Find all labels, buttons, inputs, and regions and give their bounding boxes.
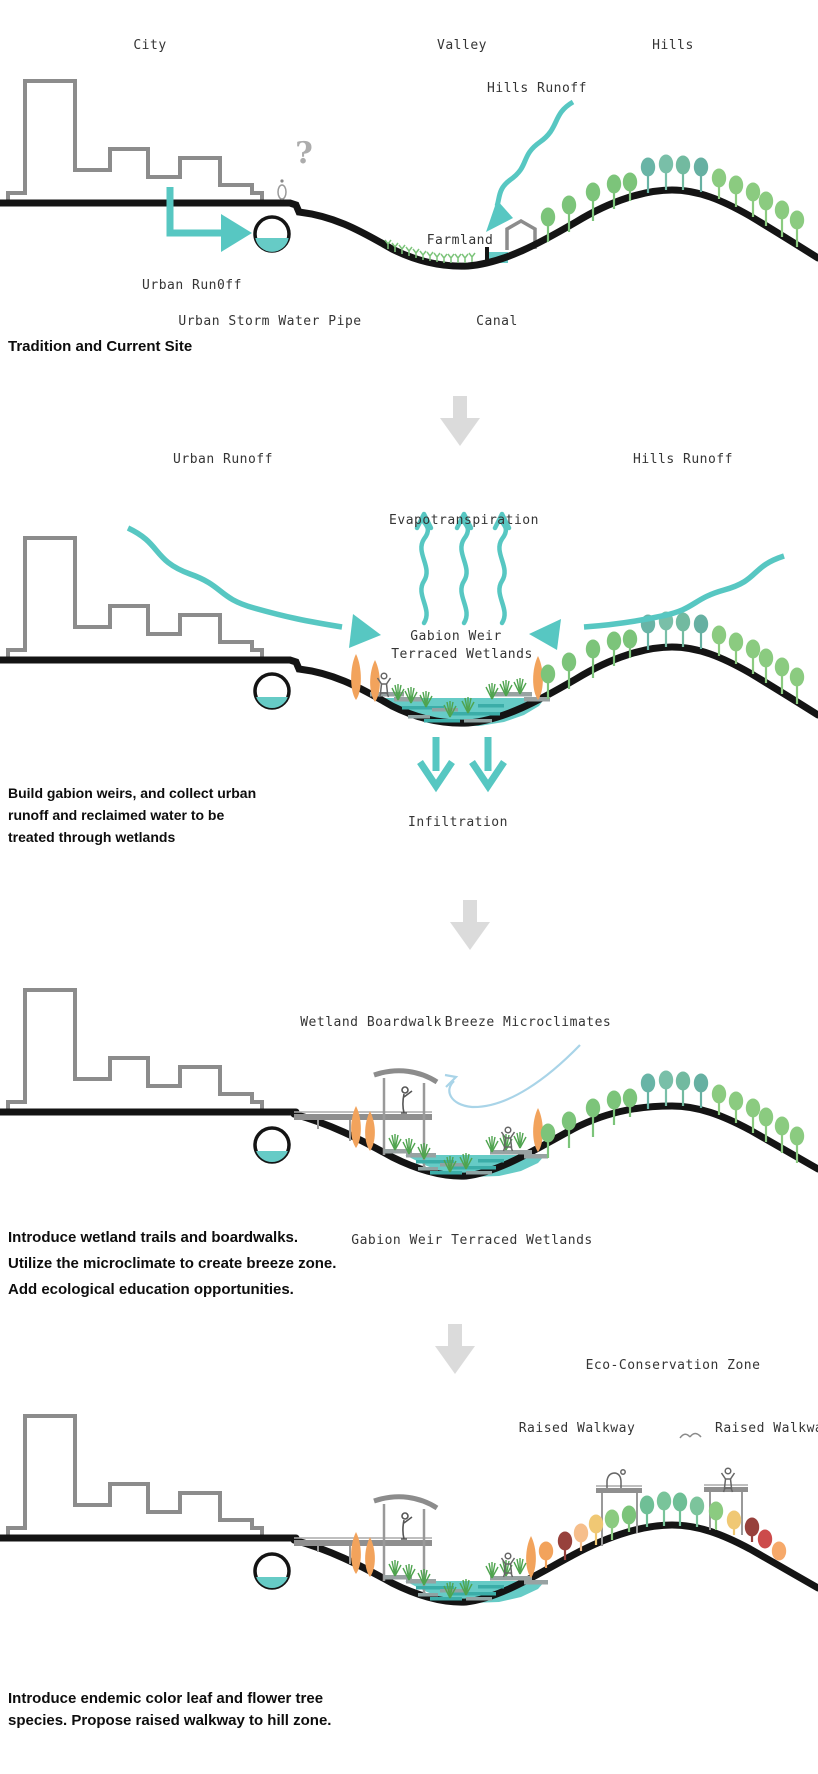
- city-skyline: [6, 536, 264, 660]
- farmhouse: [505, 218, 537, 250]
- panel4-vegetation: [351, 1467, 787, 1601]
- caption-line: Add ecological education opportunities.: [8, 1281, 294, 1298]
- panel1-scene: [0, 79, 818, 270]
- valley-section-line: [290, 1521, 818, 1606]
- label-urban-storm-water-pipe: Urban Storm Water Pipe: [178, 314, 362, 329]
- ground-section-line: [0, 186, 818, 270]
- separator-down-arrow-1: [440, 396, 480, 446]
- label-canal: Canal: [476, 314, 518, 329]
- person-head: [280, 179, 284, 183]
- pipe-water: [256, 697, 288, 708]
- question-mark: ?: [295, 136, 313, 171]
- panel3-vegetation: [351, 1070, 805, 1175]
- label-evapotranspiration: Evapotranspiration: [389, 513, 539, 528]
- panel2-scene: [0, 536, 818, 727]
- label-hills-runoff: Hills Runoff: [487, 81, 587, 96]
- bird-icon: [679, 1432, 702, 1439]
- hills-runoff-arrow: [494, 99, 575, 207]
- urban-runoff-inflow-arrow: [126, 525, 343, 630]
- label-breeze-microclimates: Breeze Microclimates: [444, 1015, 612, 1030]
- label-city: City: [133, 38, 167, 53]
- raised-walkway-platforms: [596, 1484, 748, 1546]
- city-skyline: [6, 988, 264, 1112]
- urban-runoff-arrowhead: [221, 214, 252, 252]
- label-hills: Hills: [652, 38, 694, 53]
- pipe-water: [255, 238, 289, 252]
- caption-line: Build gabion weirs, and collect urban: [8, 785, 257, 801]
- label-eco-conservation-zone: Eco-Conservation Zone: [585, 1358, 761, 1373]
- shelter-roof: [373, 1068, 439, 1085]
- pipe-water: [256, 1577, 288, 1588]
- caption-panel1: Tradition and Current Site: [8, 338, 193, 355]
- separator-down-arrow-3: [435, 1324, 475, 1374]
- panel2-vegetation: [351, 611, 805, 723]
- label-gabion-weir: Gabion Weir: [410, 629, 502, 644]
- panel3-scene: [0, 988, 818, 1180]
- flow-arrows: [126, 99, 785, 1109]
- panel4-scene: [0, 1414, 818, 1606]
- caption-panel3: Introduce wetland trails and boardwalks.…: [8, 1225, 336, 1303]
- city-skyline: [6, 79, 264, 203]
- caption-line: Introduce wetland trails and boardwalks.: [8, 1229, 299, 1246]
- caption-panel2: Build gabion weirs, and collect urban ru…: [8, 782, 256, 848]
- caption-line: treated through wetlands: [8, 829, 176, 845]
- label-wetland-boardwalk: Wetland Boardwalk: [300, 1015, 442, 1030]
- caption-line: Introduce endemic color leaf and flower …: [8, 1690, 324, 1707]
- separator-down-arrow-2: [450, 900, 490, 950]
- shelter-roof: [373, 1494, 439, 1511]
- label-urban-runoff-2: Urban Runoff: [173, 452, 273, 467]
- caption-line: runoff and reclaimed water to be: [8, 807, 225, 823]
- standing-person-outline: [277, 184, 287, 200]
- label-valley: Valley: [437, 38, 487, 53]
- label-raised-walkway-left: Raised Walkway: [518, 1421, 636, 1436]
- hills-runoff-inflow-arrow: [583, 553, 785, 630]
- label-farmland: Farmland: [426, 233, 494, 248]
- infiltration-arrows: [417, 737, 507, 793]
- caption-panel4: Introduce endemic color leaf and flower …: [8, 1688, 331, 1732]
- label-gabion-weir-terraced-wetlands: Gabion Weir Terraced Wetlands: [351, 1233, 593, 1248]
- valley-section-line: [290, 1102, 818, 1180]
- label-hills-runoff-2: Hills Runoff: [633, 452, 733, 467]
- label-terraced-wetlands: Terraced Wetlands: [391, 647, 533, 662]
- panel1-vegetation: [384, 154, 805, 263]
- label-infiltration: Infiltration: [408, 815, 508, 830]
- caption-line: Utilize the microclimate to create breez…: [8, 1255, 337, 1272]
- urban-runoff-arrow: [166, 187, 222, 237]
- label-raised-walkway-right: Raised Walkway: [715, 1421, 818, 1436]
- caption-line: species. Propose raised walkway to hill …: [8, 1712, 332, 1729]
- label-urban-runoff: Urban Run0ff: [142, 278, 242, 293]
- city-skyline: [6, 1414, 264, 1538]
- evapotranspiration-arrows: [414, 511, 512, 626]
- breeze-arrow: [444, 1044, 581, 1109]
- pipe-water: [256, 1151, 288, 1162]
